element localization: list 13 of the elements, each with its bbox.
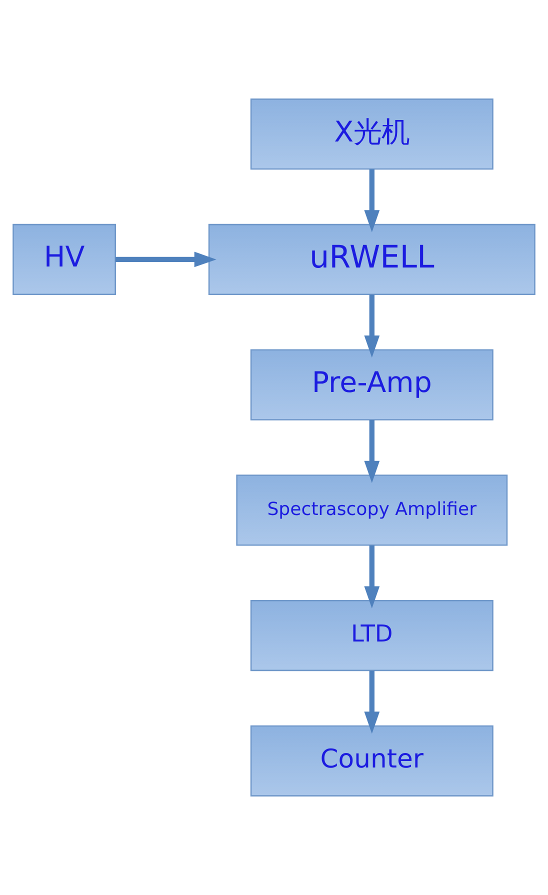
node-box: Pre-Amp xyxy=(250,349,494,420)
arrow xyxy=(364,420,380,483)
node-box: LTD xyxy=(250,600,494,672)
arrow xyxy=(115,252,216,268)
node-box: uRWELL xyxy=(208,224,536,295)
node-box: X光机 xyxy=(250,98,494,170)
arrow xyxy=(364,294,380,358)
node-box: Spectrascopy Amplifier xyxy=(236,474,508,546)
node-box: Counter xyxy=(250,725,494,796)
arrow xyxy=(364,169,380,232)
arrow xyxy=(364,670,380,734)
node-box: HV xyxy=(12,224,116,295)
arrow xyxy=(364,545,380,608)
